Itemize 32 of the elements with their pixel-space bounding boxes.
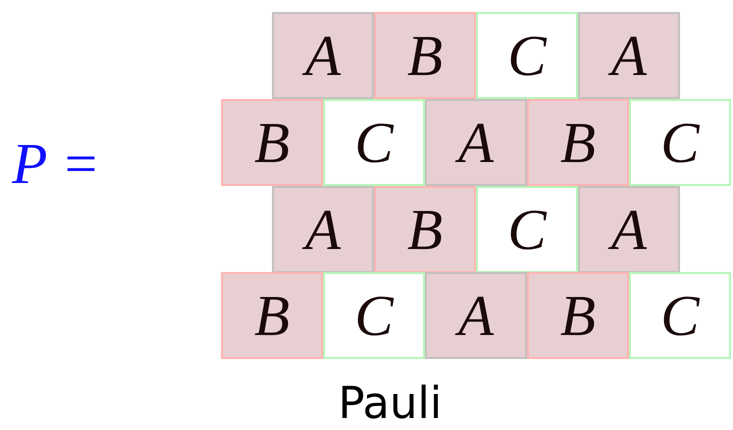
grid-cell [374,186,476,273]
cell-letter: C [660,282,700,349]
grid-cell [476,186,578,273]
grid-cell [425,99,527,186]
cell-letter: C [354,282,394,349]
grid-cell [323,272,425,359]
cell-letter: C [508,22,546,89]
cell-letter: B [254,109,290,176]
cell-letter: C [508,196,546,263]
grid-cell [629,272,731,359]
grid-cell [272,12,374,99]
grid-cell [425,272,527,359]
cell-letter: B [560,282,596,349]
equation-label: P = [12,130,100,197]
grid-cell [629,99,731,186]
cell-letter: C [354,109,394,176]
grid-cell [527,272,629,359]
cell-letter: B [407,196,443,263]
grid-cell [221,272,323,359]
grid-cell [221,99,323,186]
grid-cell [527,99,629,186]
cell-letter: B [254,282,290,349]
cell-letter: B [560,109,596,176]
grid-cell [578,12,680,99]
cell-letter: C [660,109,700,176]
grid-cell [476,12,578,99]
grid-cell [374,12,476,99]
grid-cell [272,186,374,273]
caption: Pauli [337,378,443,429]
cell-letter: B [407,22,443,89]
grid-cell [578,186,680,273]
grid-cell [323,99,425,186]
